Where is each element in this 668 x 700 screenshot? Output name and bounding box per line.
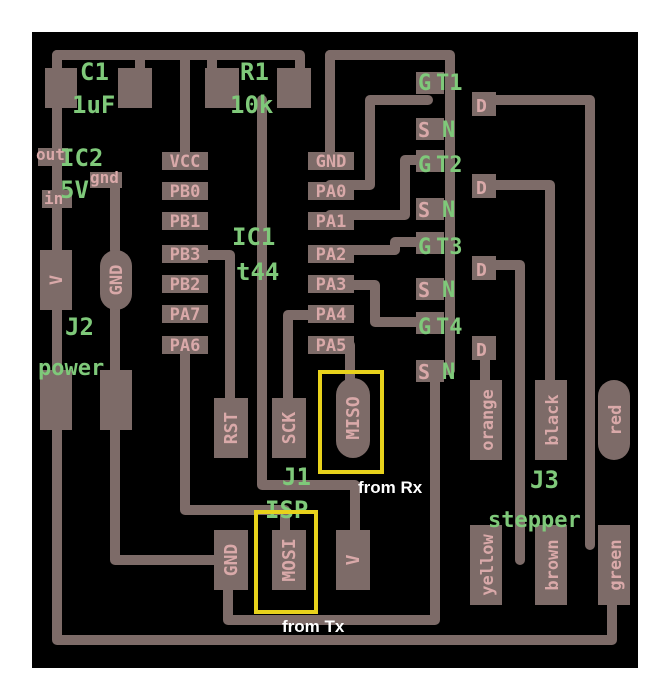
t2-n: N — [442, 198, 455, 223]
t3-d: D — [476, 260, 487, 281]
ic1-pin-gnd: GND — [316, 152, 347, 172]
mosi-highlight-box — [254, 510, 318, 614]
t2-g: G — [418, 153, 431, 178]
ic2-pin-out: out — [36, 145, 65, 164]
j1-pin-mosi: MOSI — [279, 538, 300, 581]
j1-pin-rst: RST — [221, 412, 242, 445]
t4-g: G — [418, 315, 431, 340]
j1-pin-sck: SCK — [279, 412, 300, 445]
ic2-value: 5V — [60, 176, 89, 204]
j3-wire-green: green — [606, 539, 626, 590]
j3-wire-yellow: yellow — [478, 534, 498, 596]
j3-wire-black: black — [543, 394, 563, 445]
t1-ref: T1 — [436, 71, 463, 96]
ic2-ref: IC2 — [60, 144, 103, 172]
j2-value: power — [38, 356, 104, 381]
ic2-pin-in: in — [44, 189, 63, 208]
ic1-pin-pb1: PB1 — [170, 212, 201, 232]
ic1-pin-pa0: PA0 — [316, 182, 347, 202]
t4-s: S — [418, 360, 430, 384]
ic1-pin-pb3: PB3 — [170, 245, 201, 265]
j1-pin-v: V — [343, 554, 364, 565]
t3-n: N — [442, 278, 455, 303]
c1-ref: C1 — [80, 58, 109, 86]
ic1-value: t44 — [236, 258, 279, 286]
t1-d: D — [476, 96, 487, 117]
t2-d: D — [476, 178, 487, 199]
t2-ref: T2 — [436, 153, 463, 178]
t1-n: N — [442, 118, 455, 143]
ic1-ref: IC1 — [232, 223, 275, 251]
j1-ref: J1 — [282, 463, 311, 491]
miso-highlight-box — [318, 370, 384, 474]
ic2-pin-gnd: gnd — [90, 168, 119, 187]
j3-ref: J3 — [530, 466, 559, 494]
silkscreen-labels: C1 1uF R1 10k IC2 5V IC1 t44 J2 power J1… — [38, 58, 581, 533]
ic1-pin-pb2: PB2 — [170, 275, 201, 295]
ic1-pin-pa3: PA3 — [316, 275, 347, 295]
copper-pads — [38, 68, 630, 605]
ic1-pin-pa1: PA1 — [316, 212, 347, 232]
t1-s: S — [418, 118, 430, 142]
mosi-annotation: from Tx — [282, 617, 345, 636]
c1-value: 1uF — [72, 91, 115, 119]
j3-value: stepper — [488, 508, 581, 533]
t4-n: N — [442, 360, 455, 385]
j1-pin-miso: MISO — [343, 396, 364, 440]
ic1-pin-pa6: PA6 — [170, 336, 201, 356]
ic1-pin-pa2: PA2 — [316, 245, 347, 265]
j3-wire-red: red — [606, 405, 626, 436]
r1-value: 10k — [230, 91, 274, 119]
j3-wire-orange: orange — [478, 389, 498, 450]
j2-pin-gnd: GND — [107, 265, 127, 296]
t1-g: G — [418, 71, 431, 96]
r1-ref: R1 — [240, 58, 269, 86]
t3-g: G — [418, 235, 431, 260]
pad-labels: out gnd in VCC PB0 PB1 PB3 PB2 PA7 PA6 G… — [36, 145, 626, 596]
ic1-pin-pa4: PA4 — [316, 305, 347, 325]
t3-s: S — [418, 278, 430, 302]
j2-pin-v: V — [47, 275, 67, 285]
miso-annotation: from Rx — [358, 478, 423, 497]
j2-ref: J2 — [65, 313, 94, 341]
t3-ref: T3 — [436, 235, 463, 260]
j1-pin-gnd: GND — [221, 544, 242, 577]
ic1-pin-vcc: VCC — [170, 152, 201, 172]
t2-s: S — [418, 198, 430, 222]
t4-d: D — [476, 340, 487, 361]
ic1-pin-pa7: PA7 — [170, 305, 201, 325]
ic1-pin-pb0: PB0 — [170, 182, 201, 202]
t4-ref: T4 — [436, 315, 463, 340]
j3-wire-brown: brown — [543, 539, 563, 590]
ic1-pin-pa5: PA5 — [316, 336, 347, 356]
